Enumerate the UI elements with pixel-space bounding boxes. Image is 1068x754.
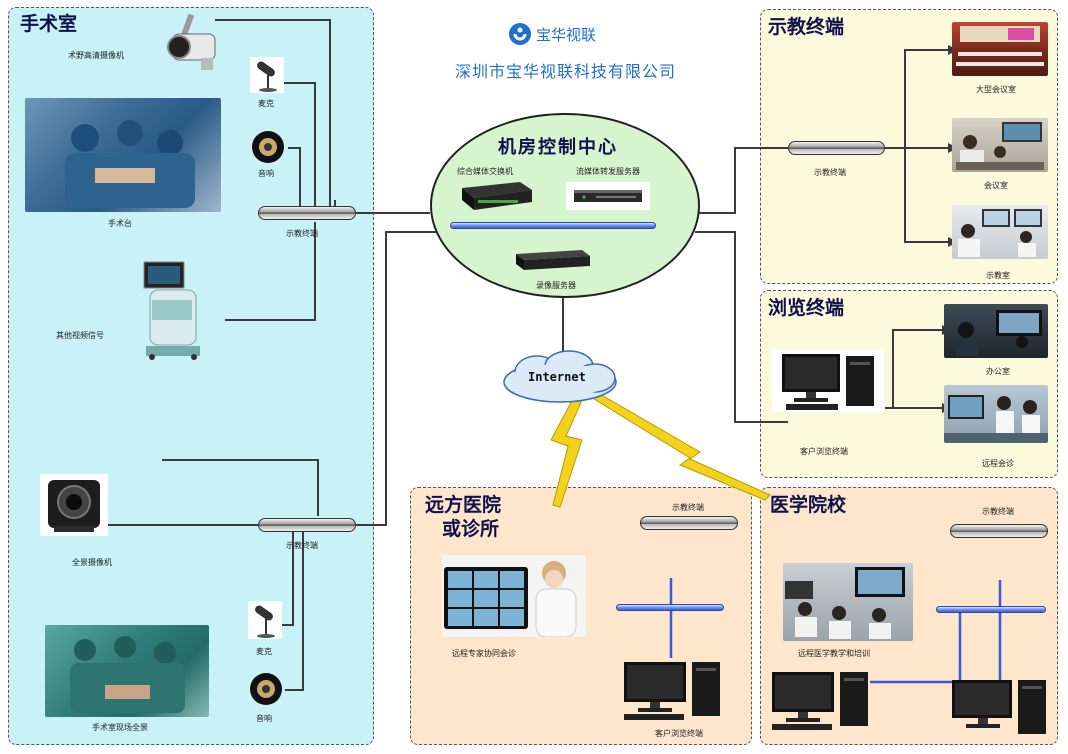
speaker-icon <box>248 670 288 708</box>
meeting-room-label: 会议室 <box>984 181 1008 190</box>
microphone-icon <box>248 601 282 639</box>
remote-client-label: 客户浏览终端 <box>655 729 703 738</box>
company-name: 深圳市宝华视联科技有限公司 <box>455 62 677 81</box>
stream-server-label: 流媒体转发服务器 <box>576 167 640 176</box>
mic-label-2: 麦克 <box>256 647 272 656</box>
remote-hospital-bus <box>616 604 724 611</box>
terminal-label-1: 示教终端 <box>286 229 318 238</box>
brand-name: 宝华视联 <box>536 26 597 44</box>
school-terminal-label: 示教终端 <box>982 507 1014 516</box>
medical-school-title: 医学院校 <box>770 494 847 516</box>
office-label: 办公室 <box>986 367 1010 376</box>
hd-camera-label: 术野高清摄像机 <box>68 51 124 60</box>
or-panorama-label: 手术室现场全景 <box>92 723 148 732</box>
stream-server-icon <box>566 182 650 210</box>
surgery-photo <box>25 98 221 212</box>
surgery-table-label: 手术台 <box>108 219 132 228</box>
center-network-bus <box>450 222 656 229</box>
speaker-label-2: 音响 <box>256 714 272 723</box>
teaching-terminal-switch-2 <box>258 518 356 532</box>
operating-room-title: 手术室 <box>20 13 78 35</box>
desktop-computer-icon <box>772 350 884 412</box>
medical-school-bus <box>936 606 1046 613</box>
terminal-label-2: 示教终端 <box>286 541 318 550</box>
microphone-icon <box>250 57 284 93</box>
expert-consult-label: 远程专家协同会诊 <box>452 649 516 658</box>
teaching-terminal-switch-1 <box>258 206 356 220</box>
remote-teaching-label: 远程医学教学和培训 <box>798 649 870 658</box>
remote-teaching-photo <box>783 563 913 641</box>
speaker-label-1: 音响 <box>258 169 274 178</box>
ptz-camera-icon <box>40 474 108 536</box>
record-server-label: 录像服务器 <box>536 281 576 290</box>
media-switch-label: 综合媒体交换机 <box>457 167 513 176</box>
internet-label: Internet <box>528 370 586 384</box>
hd-camera-icon <box>165 12 220 74</box>
big-hall-label: 大型会议室 <box>976 85 1016 94</box>
remote-hospital-title-2: 或诊所 <box>442 518 500 540</box>
mic-label-1: 麦克 <box>258 99 274 108</box>
desktop-computer-icon <box>766 668 874 732</box>
control-center-title: 机房控制中心 <box>498 137 618 158</box>
teaching-terminal-title: 示教终端 <box>768 16 845 38</box>
remote-consult-photo <box>944 385 1048 443</box>
teaching-terminal-switch <box>788 141 885 155</box>
classroom-photo <box>952 205 1048 259</box>
panoramic-camera-label: 全景摄像机 <box>72 558 112 567</box>
remote-consult-label: 远程会诊 <box>982 459 1014 468</box>
desktop-computer-icon <box>948 676 1052 738</box>
remote-terminal-label: 示教终端 <box>672 503 704 512</box>
office-photo <box>944 304 1048 358</box>
media-switch-icon <box>458 178 534 212</box>
other-video-label: 其他视频信号 <box>56 331 104 340</box>
classroom-label: 示教室 <box>986 271 1010 280</box>
browse-client-label: 客户浏览终端 <box>800 447 848 456</box>
internet-cloud-icon <box>497 348 623 408</box>
big-hall-photo <box>952 22 1048 76</box>
medical-school-switch <box>950 524 1048 538</box>
teaching-terminal-label: 示教终端 <box>814 168 846 177</box>
brand-logo-icon <box>508 22 532 46</box>
video-cart-icon <box>138 260 210 360</box>
meeting-room-photo <box>952 118 1048 172</box>
desktop-computer-icon <box>616 656 728 722</box>
browse-terminal-title: 浏览终端 <box>768 297 845 319</box>
speaker-icon <box>250 128 290 166</box>
expert-consult-photo <box>442 555 586 637</box>
remote-hospital-title-1: 远方医院 <box>425 494 502 516</box>
remote-hospital-switch <box>640 516 738 530</box>
record-server-icon <box>512 246 592 272</box>
or-panorama-photo <box>45 625 209 717</box>
